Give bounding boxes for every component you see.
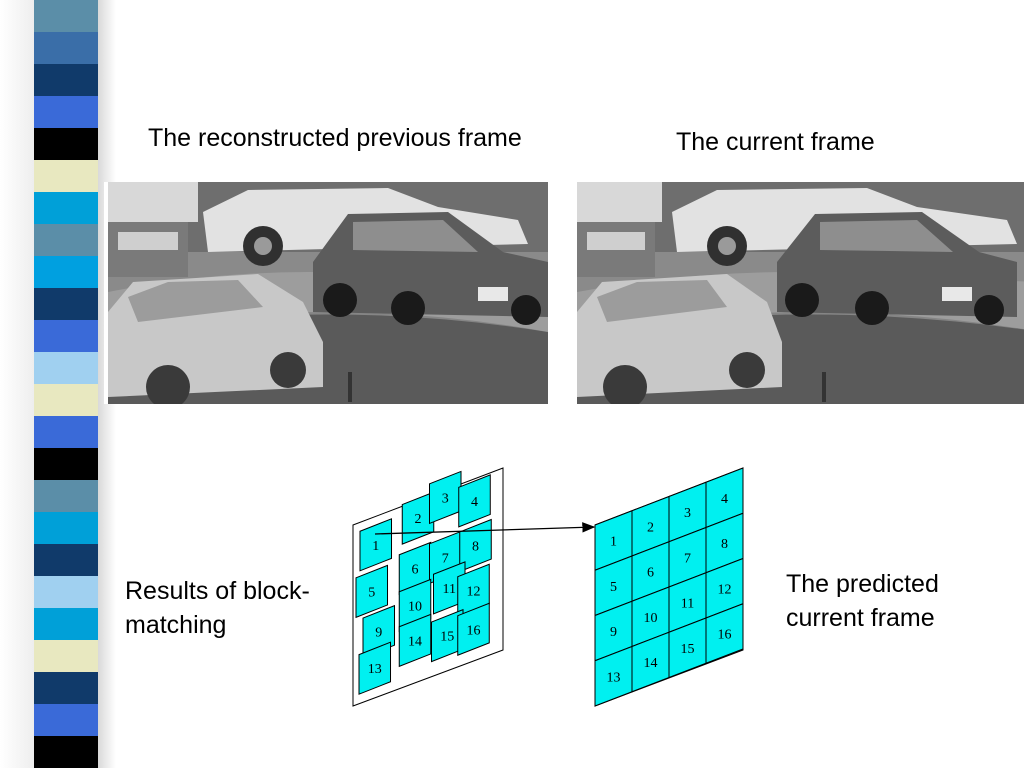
- block-label-10: 10: [644, 611, 658, 626]
- motion-vector-arrow: [374, 522, 596, 535]
- block-label-12: 12: [718, 582, 732, 597]
- stripe-block: [34, 288, 98, 320]
- block-label-15: 15: [440, 630, 454, 645]
- block-label-15: 15: [681, 642, 695, 657]
- block-label-11: 11: [681, 597, 694, 612]
- stripe-block: [34, 160, 98, 192]
- block-label-16: 16: [467, 623, 481, 638]
- stripe-block: [34, 128, 98, 160]
- block-label-1: 1: [372, 539, 379, 554]
- stripe-block: [34, 736, 98, 768]
- block-label-7: 7: [684, 551, 691, 566]
- block-label-4: 4: [471, 495, 478, 510]
- current-frame-image: [577, 182, 1024, 404]
- block-label-2: 2: [647, 520, 654, 535]
- block-label-13: 13: [607, 670, 621, 685]
- decorative-stripe-bar: [34, 0, 98, 768]
- caption-previous-frame: The reconstructed previous frame: [148, 124, 522, 152]
- block-label-3: 3: [684, 506, 691, 521]
- stripe-block: [34, 704, 98, 736]
- block-label-6: 6: [647, 566, 654, 581]
- stripe-block: [34, 448, 98, 480]
- block-label-7: 7: [442, 551, 449, 566]
- block-13: [358, 641, 392, 695]
- block-label-11: 11: [443, 582, 456, 597]
- caption-predicted: The predicted current frame: [786, 570, 939, 632]
- block-label-5: 5: [368, 585, 375, 600]
- stripe-block: [34, 32, 98, 64]
- block-label-9: 9: [610, 625, 617, 640]
- stripe-block: [34, 576, 98, 608]
- block-8: [459, 518, 492, 573]
- block-label-14: 14: [408, 634, 422, 649]
- stripe-block: [34, 64, 98, 96]
- block-label-9: 9: [375, 626, 382, 641]
- stripe-block: [34, 256, 98, 288]
- stripe-block: [34, 224, 98, 256]
- stripe-block: [34, 608, 98, 640]
- stripe-block: [34, 352, 98, 384]
- block-label-3: 3: [442, 491, 449, 506]
- stripe-block: [34, 192, 98, 224]
- block-label-6: 6: [412, 562, 419, 577]
- stripe-block: [34, 672, 98, 704]
- stripe-block: [34, 480, 98, 512]
- block-label-5: 5: [610, 580, 617, 595]
- block-label-10: 10: [408, 599, 422, 614]
- stripe-block: [34, 96, 98, 128]
- block-1: [359, 518, 393, 572]
- caption-current-frame: The current frame: [676, 128, 875, 156]
- stripe-block: [34, 0, 98, 32]
- block-label-12: 12: [467, 584, 481, 599]
- block-label-4: 4: [721, 492, 728, 507]
- stripe-block: [34, 512, 98, 544]
- stripe-block: [34, 384, 98, 416]
- block-label-16: 16: [718, 628, 732, 643]
- block-label-2: 2: [415, 512, 422, 527]
- caption-results: Results of block-matching: [125, 577, 310, 639]
- stripe-edge: [0, 0, 34, 768]
- block-5: [355, 564, 389, 619]
- stripe-block: [34, 416, 98, 448]
- previous-frame-image: [104, 182, 548, 404]
- stripe-block: [34, 544, 98, 576]
- block-label-1: 1: [610, 535, 617, 550]
- block-16: [705, 603, 744, 664]
- block-4: [458, 474, 491, 528]
- stripe-block: [34, 640, 98, 672]
- block-label-14: 14: [644, 656, 658, 671]
- block-16: [457, 602, 490, 657]
- block-label-13: 13: [368, 662, 382, 677]
- block-label-8: 8: [721, 537, 728, 552]
- block-label-8: 8: [472, 539, 479, 554]
- block-14: [398, 613, 432, 668]
- stripe-block: [34, 320, 98, 352]
